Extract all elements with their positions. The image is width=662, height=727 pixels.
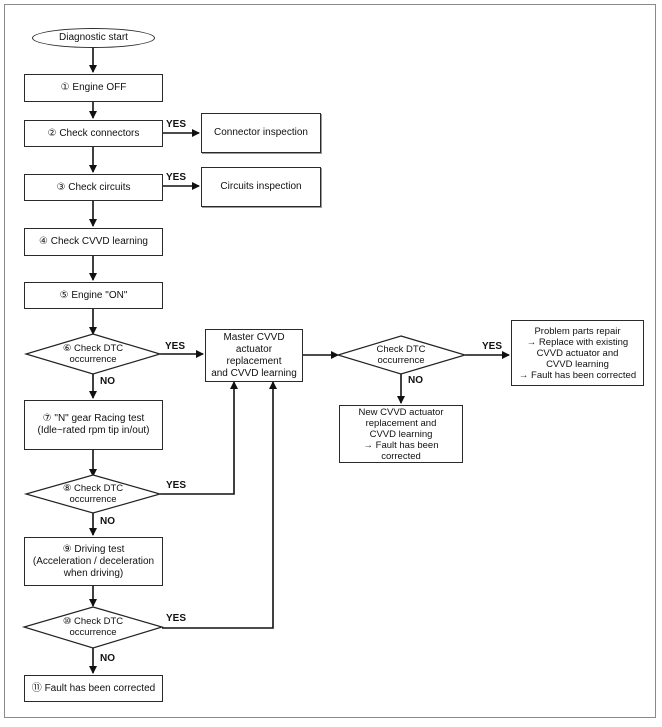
no-label-step10: NO bbox=[100, 653, 115, 664]
step4-check-cvvd-learning: ④ Check CVVD learning bbox=[24, 228, 163, 256]
no-label-step8: NO bbox=[100, 516, 115, 527]
step6-label: ⑥ Check DTC occurrence bbox=[62, 343, 124, 365]
step5-engine-on: ⑤ Engine "ON" bbox=[24, 282, 163, 309]
yes-label-check-right: YES bbox=[482, 341, 503, 352]
step1-engine-off: ① Engine OFF bbox=[24, 74, 163, 102]
arrow-step8-master bbox=[160, 381, 238, 495]
no-label-step6: NO bbox=[100, 376, 115, 387]
step7-racing-test: ⑦ "N" gear Racing test (Idle~rated rpm t… bbox=[24, 400, 163, 450]
yes-label-step10: YES bbox=[166, 613, 187, 624]
step10-label: ⑩ Check DTC occurrence bbox=[62, 616, 124, 638]
master-cvvd-replacement: Master CVVD actuator replacement and CVV… bbox=[205, 329, 303, 382]
step9-driving-test: ⑨ Driving test (Acceleration / decelerat… bbox=[24, 537, 163, 586]
yes-label-step8: YES bbox=[166, 480, 187, 491]
decision-step8 bbox=[23, 474, 163, 514]
decision-check-right bbox=[335, 335, 468, 375]
arrow-step10-master bbox=[162, 381, 277, 629]
no-label-check-right: NO bbox=[408, 375, 423, 386]
step3-check-circuits: ③ Check circuits bbox=[24, 174, 163, 201]
step11-fault-corrected: ⑪ Fault has been corrected bbox=[24, 675, 163, 702]
check-right-label: Check DTC occurrence bbox=[376, 344, 426, 366]
circuits-inspection: Circuits inspection bbox=[201, 167, 321, 207]
step2-check-connectors: ② Check connectors bbox=[24, 120, 163, 147]
diagnostic-start: Diagnostic start bbox=[32, 28, 155, 48]
problem-parts-repair: Problem parts repair → Replace with exis… bbox=[511, 320, 644, 386]
decision-step6 bbox=[23, 333, 163, 375]
new-cvvd-replacement: New CVVD actuator replacement and CVVD l… bbox=[339, 405, 463, 463]
yes-label-step6: YES bbox=[165, 341, 186, 352]
connector-inspection: Connector inspection bbox=[201, 113, 321, 153]
step8-label: ⑧ Check DTC occurrence bbox=[62, 483, 124, 505]
decision-step10 bbox=[21, 606, 165, 649]
yes-label-step3: YES bbox=[166, 172, 187, 183]
diagram-frame bbox=[4, 4, 656, 718]
yes-label-step2: YES bbox=[166, 119, 187, 130]
